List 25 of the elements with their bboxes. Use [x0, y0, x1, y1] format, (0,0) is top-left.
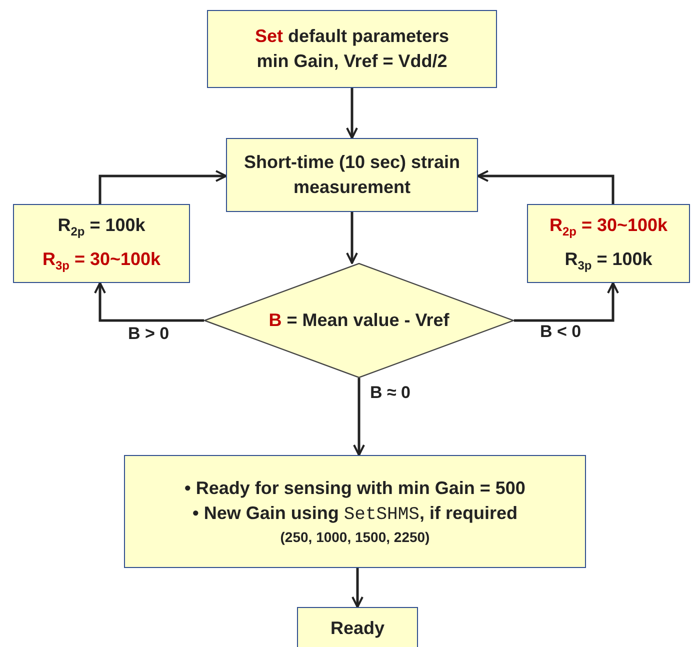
arrow [346, 212, 358, 264]
process-box [527, 204, 690, 283]
box-text: R$_{2p}$ = 30~100k [549, 214, 668, 240]
box-text: Set default parameters min Gain, Vref = Vdd/2 [254, 24, 450, 73]
process-box [226, 138, 478, 212]
arrow [98, 170, 227, 204]
box-text: R$_{3p}$ = 100k [564, 248, 652, 274]
box-text: • New Gain using SetSHMS, if required [192, 502, 518, 527]
decision-text: B = Mean value - Vref [268, 308, 450, 332]
box-text: Ready [330, 617, 385, 640]
arrow [94, 282, 204, 322]
box-text: (250, 1000, 1500, 2250) [280, 528, 430, 547]
arrow [352, 568, 364, 608]
box-text: Short-time (10 sec) strain measurement [242, 150, 462, 199]
box-text: • Ready for sensing with min Gain = 500 [184, 476, 526, 500]
arrow [353, 378, 365, 456]
box-text: R$_{2p}$ = 100k [58, 214, 146, 240]
terminal-box [297, 607, 418, 647]
box-text: R$_{3p}$ = 30~100k [42, 248, 161, 274]
process-box [124, 455, 586, 568]
process-box [13, 204, 190, 283]
arrow [514, 282, 619, 322]
process-box [207, 10, 497, 88]
arrow [346, 88, 358, 139]
arrow [477, 170, 614, 204]
